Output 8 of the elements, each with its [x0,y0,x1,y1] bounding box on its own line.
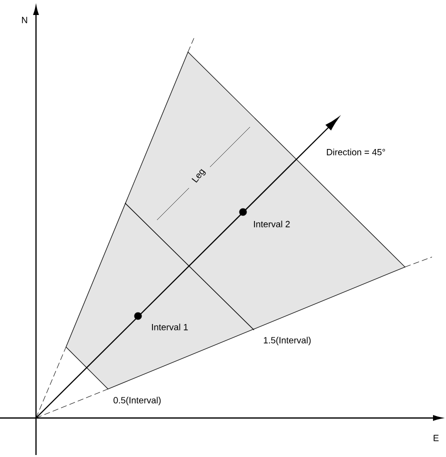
label: E [434,434,439,442]
label: 0.5(Interval) [114,396,161,406]
label: Interval 1 [152,324,188,330]
label: 1.5(Interval) [264,336,311,346]
label: Leg [192,168,206,183]
label: Interval 2 [254,220,290,228]
label: N [22,16,28,24]
label: Direction = 45° [326,148,386,156]
